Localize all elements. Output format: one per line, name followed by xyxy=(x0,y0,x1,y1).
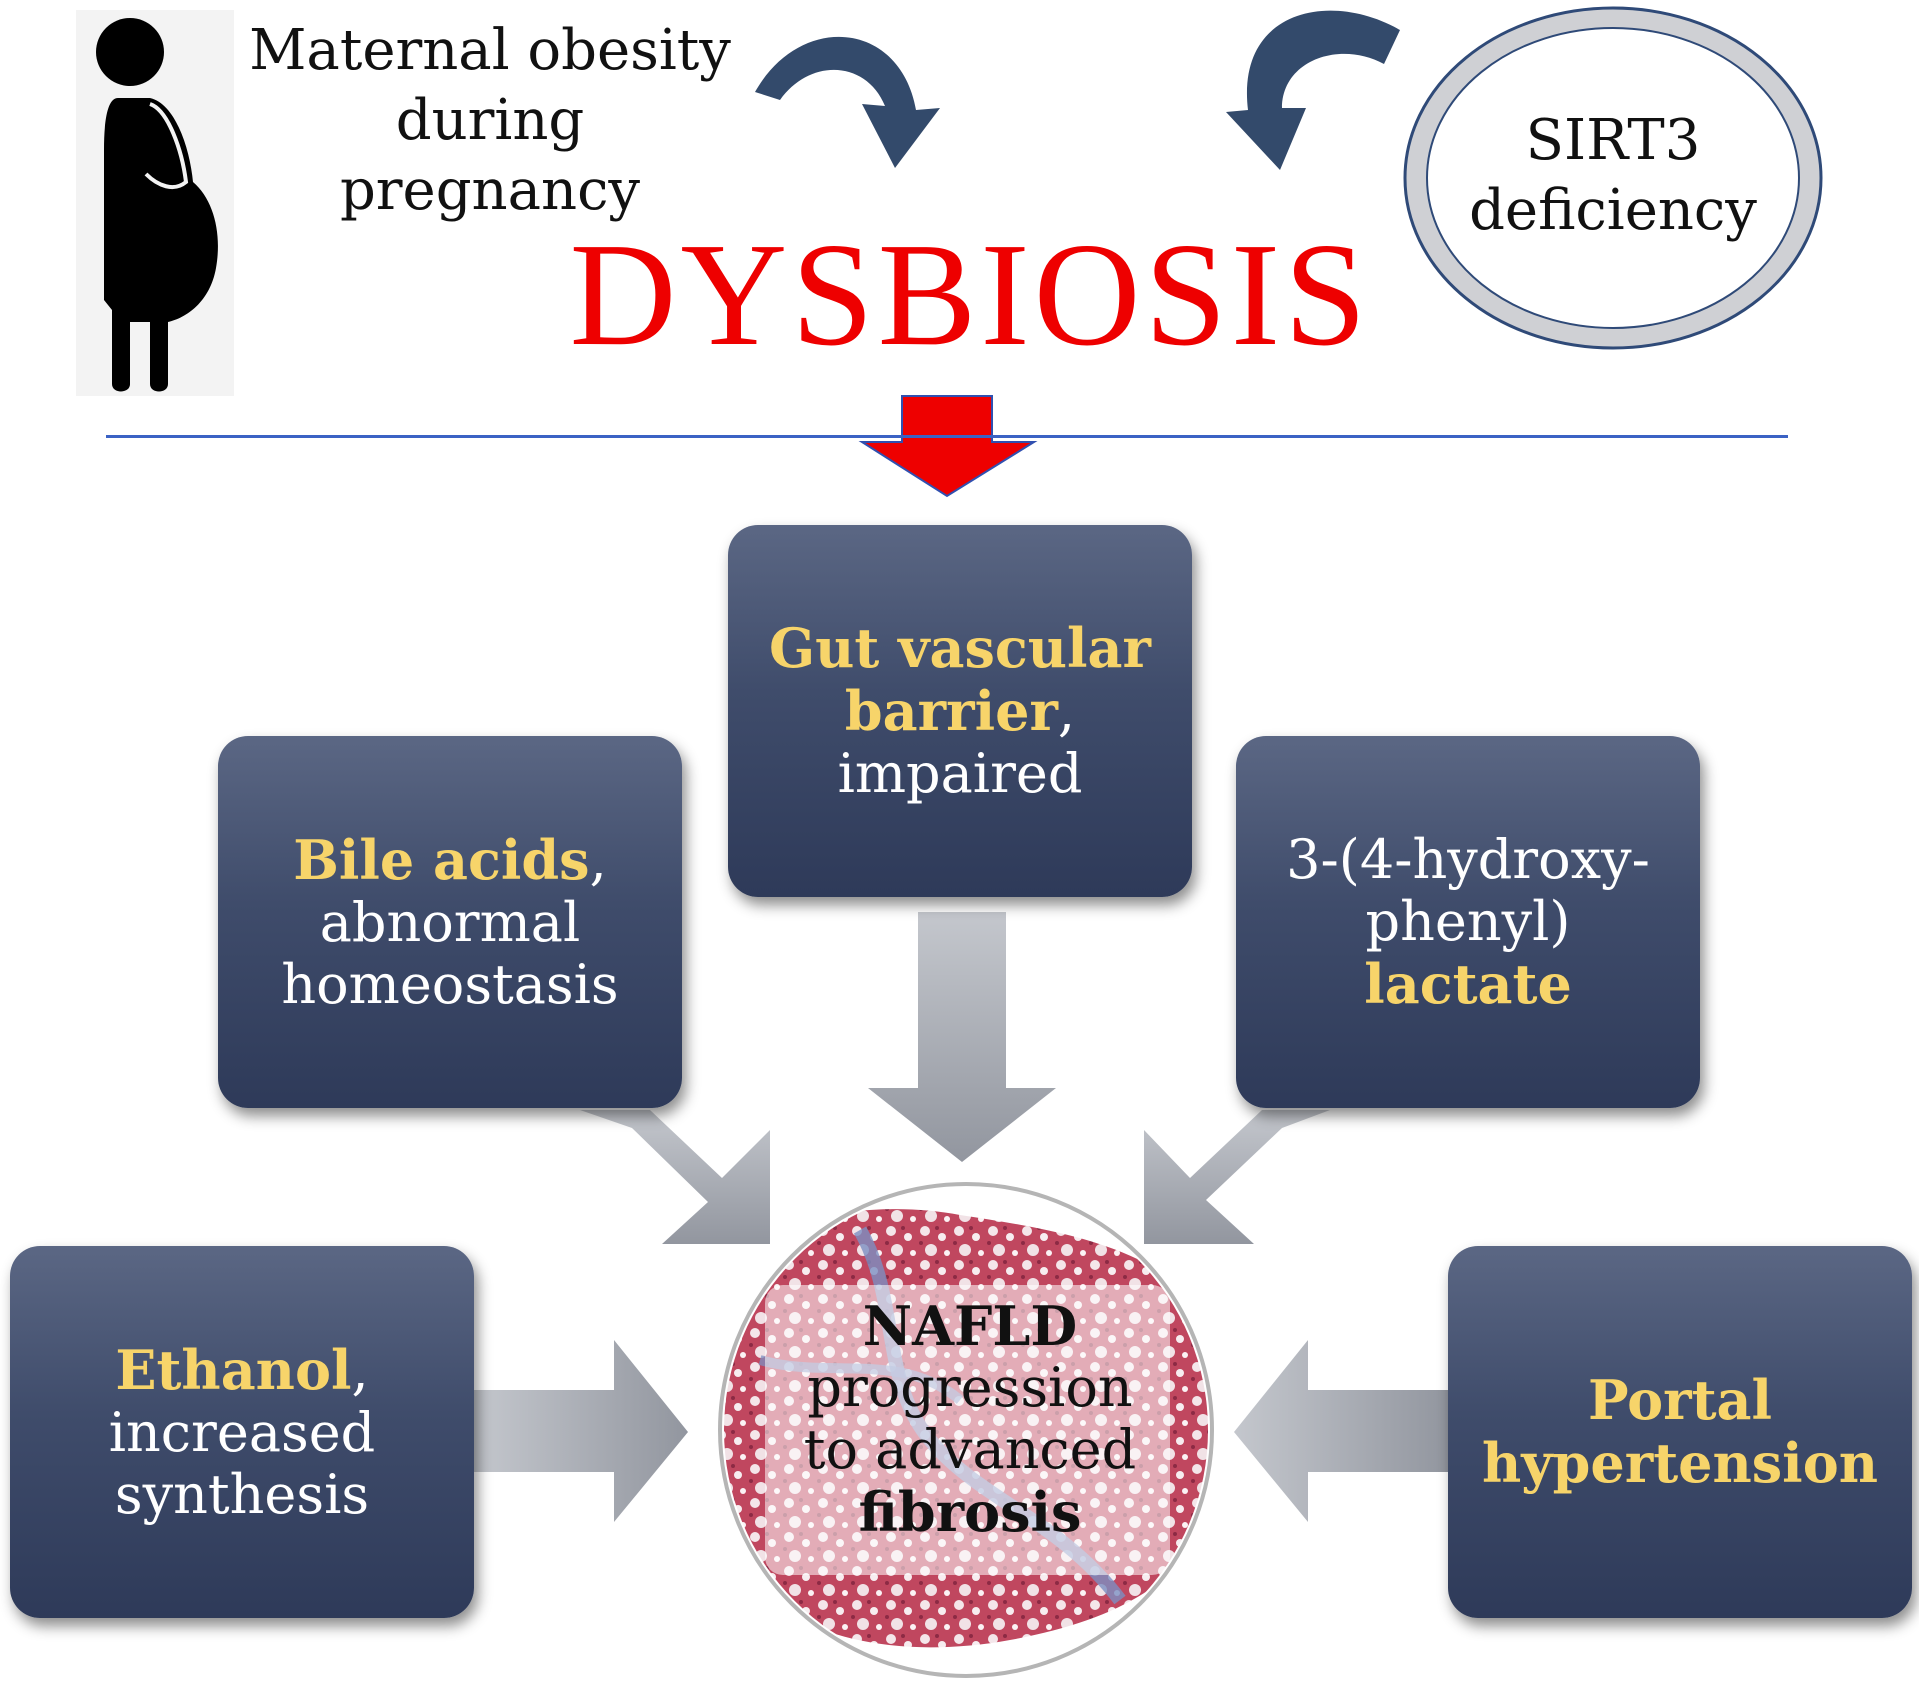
gut-highlight-1: Gut vascular xyxy=(769,616,1151,680)
curved-arrow-icon xyxy=(1226,10,1400,171)
lactate-line-1: 3-(4-hydroxy- xyxy=(1286,827,1650,891)
dysbiosis-title: DYSBIOSIS xyxy=(569,213,1371,377)
portal-box-text: Portal hypertension xyxy=(1482,1369,1878,1495)
pregnant-woman-icon xyxy=(76,10,234,396)
gut-rest: impaired xyxy=(837,742,1083,805)
curved-arrow-icon xyxy=(755,36,940,169)
arrow-bile-to-center xyxy=(580,1110,770,1244)
arrow-portal-to-center xyxy=(1234,1340,1448,1522)
gut-suffix: , xyxy=(1057,680,1076,743)
center-line-4: fibrosis xyxy=(858,1480,1082,1544)
ethanol-highlight: Ethanol xyxy=(115,1337,352,1402)
portal-hypertension-box: Portal hypertension xyxy=(1448,1246,1912,1618)
gut-box-text: Gut vascular barrier, impaired xyxy=(769,617,1151,805)
center-line-2: progression xyxy=(807,1356,1133,1419)
sirt3-line-1: SIRT3 xyxy=(1525,108,1701,173)
maternal-obesity-label: Maternal obesity during pregnancy xyxy=(240,16,740,226)
portal-highlight-1: Portal xyxy=(1587,1368,1773,1432)
ethanol-box-text: Ethanol, increased synthesis xyxy=(109,1339,376,1526)
arrow-ethanol-to-center xyxy=(474,1340,688,1522)
bile-highlight: Bile acids xyxy=(293,827,590,892)
center-line-3: to advanced xyxy=(803,1418,1137,1481)
lactate-box: 3-(4-hydroxy- phenyl) lactate xyxy=(1236,736,1700,1108)
maternal-line-2: during pregnancy xyxy=(339,88,641,223)
arrow-gut-to-center xyxy=(868,912,1056,1162)
ethanol-box: Ethanol, increased synthesis xyxy=(10,1246,474,1618)
bile-acids-box: Bile acids, abnormal homeostasis xyxy=(218,736,682,1108)
sirt3-label: SIRT3 deficiency xyxy=(1463,106,1763,246)
gut-highlight-2: barrier xyxy=(844,679,1058,743)
lactate-box-text: 3-(4-hydroxy- phenyl) lactate xyxy=(1286,827,1650,1016)
maternal-line-1: Maternal obesity xyxy=(249,18,731,83)
bile-rest-1: abnormal xyxy=(319,890,581,954)
gut-vascular-barrier-box: Gut vascular barrier, impaired xyxy=(728,525,1192,897)
sirt3-ellipse xyxy=(1403,6,1823,350)
lactate-highlight: lactate xyxy=(1364,951,1572,1016)
red-down-arrow-icon xyxy=(858,395,1038,498)
center-line-1: NAFLD xyxy=(862,1294,1078,1358)
bile-rest-2: homeostasis xyxy=(281,952,619,1016)
ethanol-rest-1: increased xyxy=(108,1400,376,1464)
sirt3-line-2: deficiency xyxy=(1469,178,1757,243)
liver-histology-circle-icon xyxy=(718,1182,1214,1678)
arrow-lactate-to-center xyxy=(1144,1110,1330,1244)
bile-suffix: , xyxy=(589,828,607,892)
divider-line xyxy=(106,435,1788,438)
bile-box-text: Bile acids, abnormal homeostasis xyxy=(281,829,618,1016)
portal-highlight-2: hypertension xyxy=(1482,1431,1878,1495)
nafld-center-label: NAFLD progression to advanced fibrosis xyxy=(760,1295,1180,1543)
ethanol-suffix: , xyxy=(351,1338,369,1402)
ethanol-rest-2: synthesis xyxy=(114,1462,370,1526)
lactate-line-2: phenyl) xyxy=(1365,889,1571,953)
